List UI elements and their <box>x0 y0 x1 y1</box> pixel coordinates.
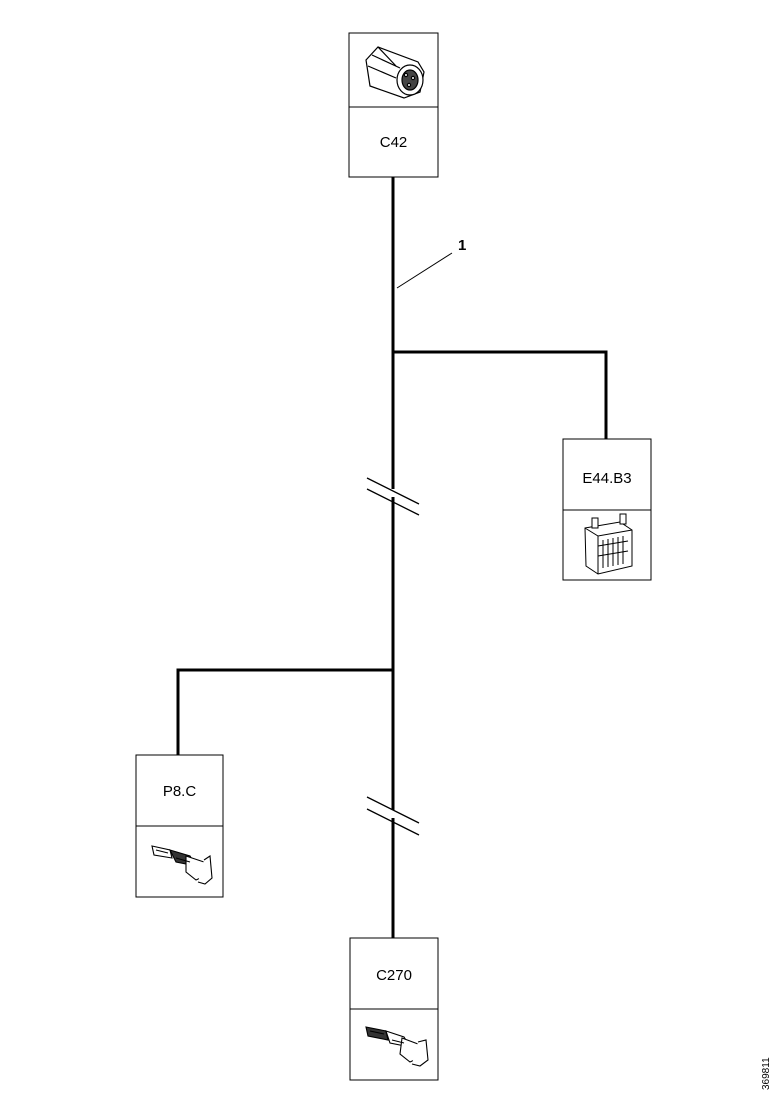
break-symbol-upper <box>366 477 420 516</box>
terminal-connector-icon <box>365 1026 429 1067</box>
callout-leader-line <box>396 252 453 289</box>
connector-label-e44b3: E44.B3 <box>582 470 631 487</box>
round-connector-icon <box>365 46 425 99</box>
terminal-connector-icon <box>151 845 213 885</box>
connector-label-c42: C42 <box>380 134 408 151</box>
connector-e44b3: E44.B3 <box>562 438 652 581</box>
multi-pin-connector-icon <box>584 513 633 575</box>
figure-id: 369811 <box>761 1057 772 1090</box>
break-symbol-lower <box>366 796 420 836</box>
callout-label: 1 <box>458 237 466 254</box>
connector-p8c: P8.C <box>135 754 224 898</box>
branch-wire-p8c <box>176 668 393 755</box>
callout-1: 1 <box>396 237 466 289</box>
branch-wire-e44b3 <box>393 350 608 439</box>
connector-c42: C42 <box>348 32 439 178</box>
connector-label-c270: C270 <box>376 967 412 984</box>
connector-c270: C270 <box>349 937 439 1081</box>
connector-label-p8c: P8.C <box>163 783 197 800</box>
harness-wires <box>176 177 608 938</box>
